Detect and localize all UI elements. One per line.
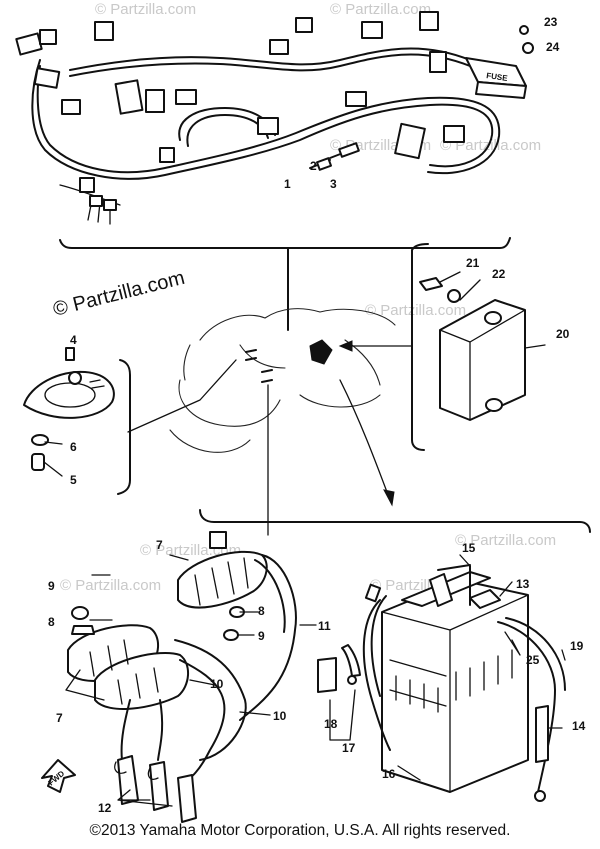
watermark-text: © Partzilla.com <box>455 532 556 549</box>
part-number: 10 <box>273 709 287 723</box>
copyright-notice: ©2013 Yamaha Motor Corporation, U.S.A. A… <box>89 822 511 839</box>
part-number: 20 <box>556 327 570 341</box>
part-number: 12 <box>98 801 112 815</box>
arrowhead <box>338 340 353 352</box>
regulator-assembly <box>419 271 546 421</box>
part-number: 21 <box>466 256 480 270</box>
part-number: 19 <box>570 639 584 653</box>
ignition-coil-assembly: FWD <box>41 531 317 823</box>
motorcycle-outline <box>169 308 396 453</box>
part-number: 16 <box>382 767 396 781</box>
part-number: 23 <box>544 15 558 29</box>
leader-line <box>339 379 391 501</box>
part-number: 8 <box>48 615 55 629</box>
leader-line <box>127 359 237 433</box>
part-number: 6 <box>70 440 77 454</box>
part-number: 7 <box>56 711 63 725</box>
watermark-text: © Partzilla.com <box>365 302 466 319</box>
part-number: 17 <box>342 741 356 755</box>
part-number: 9 <box>48 579 55 593</box>
part-number: 1 <box>284 177 291 191</box>
bracket <box>199 509 591 533</box>
arrowhead <box>383 489 395 507</box>
part-number: 9 <box>258 629 265 643</box>
fuse-box-label: FUSE <box>486 71 509 83</box>
watermark-text: © Partzilla.com <box>440 137 541 154</box>
watermark-text: © Partzilla.com <box>95 1 196 18</box>
part-number: 15 <box>462 541 476 555</box>
watermark-text: © Partzilla.com <box>330 1 431 18</box>
part-number: 13 <box>516 577 530 591</box>
part-number: 22 <box>492 267 506 281</box>
part-number: 10 <box>210 677 224 691</box>
part-number: 14 <box>572 719 586 733</box>
part-number: 4 <box>70 333 77 347</box>
part-number: 24 <box>546 40 560 54</box>
part-number: 18 <box>324 717 338 731</box>
part-number: 8 <box>258 604 265 618</box>
part-number: 5 <box>70 473 77 487</box>
part-number: 7 <box>156 538 163 552</box>
part-number: 2 <box>310 159 317 173</box>
bracket <box>117 359 131 495</box>
watermark-main: © Partzilla.com <box>51 267 187 321</box>
horn-assembly <box>23 347 115 477</box>
part-number: 11 <box>318 619 331 633</box>
part-number: 3 <box>330 177 337 191</box>
part-number-labels: 1 2 3 4 5 6 7 7 8 8 9 9 10 10 11 12 13 1… <box>48 15 586 815</box>
battery-assembly <box>317 554 566 802</box>
wire-harness: FUSE <box>15 11 534 331</box>
bracket <box>411 243 429 451</box>
watermark-text: © Partzilla.com <box>60 577 161 594</box>
part-number: 25 <box>526 653 540 667</box>
